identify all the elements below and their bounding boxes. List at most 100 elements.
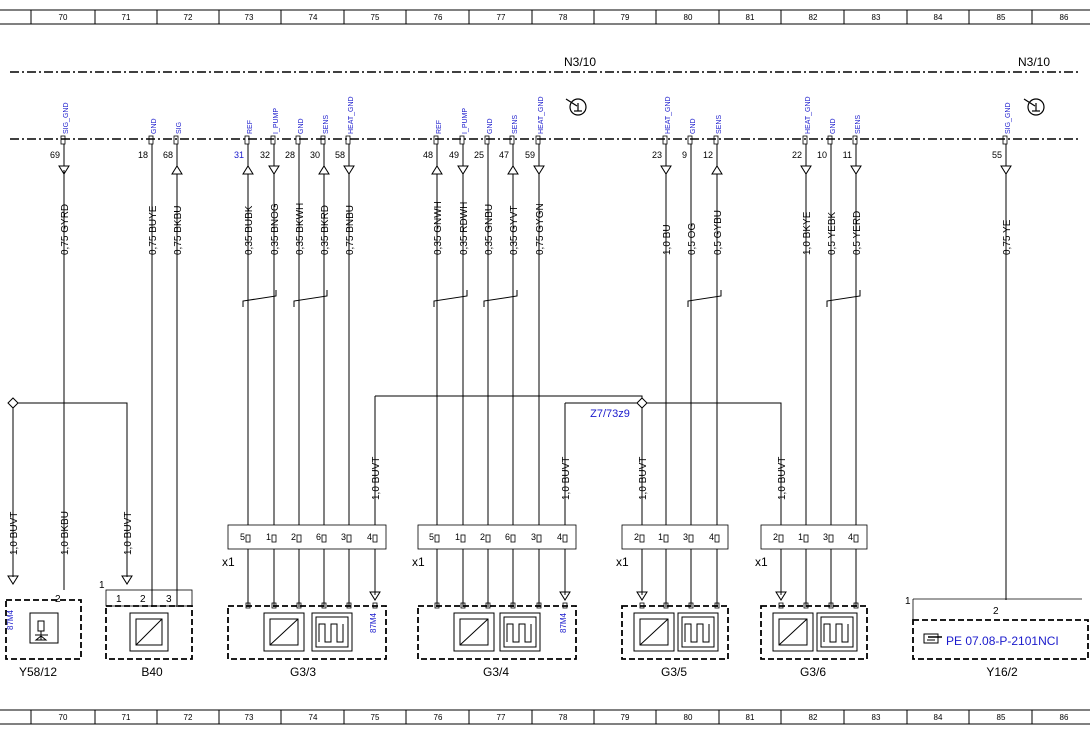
connector-terminal [828, 534, 834, 543]
reference-link[interactable]: PE 07.08-P-2101NCI [946, 634, 1059, 648]
arrow-down-icon [457, 165, 469, 175]
component-label: Y58/12 [19, 665, 57, 679]
connector-pin-number: 6 [316, 532, 321, 542]
pin-terminal [459, 135, 465, 145]
wire-label: 0,5 YERD [852, 211, 863, 255]
pin-name: HEAT_GND [665, 96, 672, 134]
wire-label: 0,75 YE [1002, 219, 1013, 255]
pin-name: HEAT_GND [538, 96, 545, 134]
pin-number: 69 [50, 150, 60, 160]
arrow-down-icon [268, 165, 280, 175]
connector-terminal [460, 534, 466, 543]
arrow-up-icon [431, 165, 443, 175]
pin-number: 59 [525, 150, 535, 160]
component-pin: 3 [166, 594, 172, 605]
ruler-column-number: 80 [684, 713, 693, 722]
pin-name: SENS [323, 115, 330, 134]
ruler-column-number: 81 [746, 713, 755, 722]
component-g3-5[interactable]: G3/5 [621, 605, 729, 679]
arrow-down-icon [1000, 165, 1012, 175]
pin-number: 68 [163, 150, 173, 160]
connector-pin-number: 1 [798, 532, 803, 542]
pin-number: 23 [652, 150, 662, 160]
solenoid-valve-icon [34, 620, 48, 641]
pin-number: 9 [682, 150, 687, 160]
ruler-column-number: 74 [309, 13, 318, 22]
lower-wire-label: 1,0 BUVT [638, 457, 649, 500]
ruler-column-number: 80 [684, 13, 693, 22]
pin-terminal [320, 135, 326, 145]
pin-terminal [173, 135, 179, 145]
pin-terminal [1002, 135, 1008, 145]
wire-label: 0,75 BUYE [148, 205, 159, 255]
pin-number: 30 [310, 150, 320, 160]
connector-pin-number: 3 [531, 532, 536, 542]
pin-name: HEAT_GND [805, 96, 812, 134]
ruler-column-number: 84 [934, 713, 943, 722]
connector-label: x1 [222, 555, 235, 569]
ruler-column-number: 77 [497, 713, 506, 722]
ruler-column-number: 75 [371, 13, 380, 22]
ruler-column-number: 75 [371, 713, 380, 722]
pin-name: SENS [716, 115, 723, 134]
arrow-up-icon [171, 165, 183, 175]
pin-name: SIG [176, 122, 183, 134]
connector-pin-number: 2 [480, 532, 485, 542]
ruler-column-number: 78 [559, 13, 568, 22]
pin-name: GND [830, 118, 837, 134]
connector-x1-g3-4: x1 [412, 524, 577, 569]
ground-symbol-icon [565, 98, 587, 116]
pin-name: GND [151, 118, 158, 134]
wire-label: 0,35 RDWH [459, 202, 470, 255]
connector-label: x1 [412, 555, 425, 569]
connector-terminal [639, 534, 645, 543]
ruler-column-number: 70 [59, 713, 68, 722]
lower-wire-label: 1,0 BUVT [123, 512, 134, 555]
connector-terminal [434, 534, 440, 543]
pin-name: REF [436, 120, 443, 134]
component-y58-12[interactable]: 2 87M4 Y58/12 [5, 594, 82, 679]
ruler-column-number: 85 [997, 713, 1006, 722]
pin-number: 55 [992, 150, 1002, 160]
pin-name: REF [247, 120, 254, 134]
connector-pin-number: 2 [634, 532, 639, 542]
arrow-up-icon [507, 165, 519, 175]
component-y16-2[interactable]: 1 2 PE 07.08-P-2101NCI Y16/2 [905, 596, 1089, 679]
pin-number: 32 [260, 150, 270, 160]
wire-label: 0,75 GYGN [535, 203, 546, 255]
pin-name: GND [487, 118, 494, 134]
ruler-column-number: 82 [809, 13, 818, 22]
pin-number: 25 [474, 150, 484, 160]
component-g3-4[interactable]: 87M4 G3/4 [417, 605, 577, 679]
pin-terminal [662, 135, 668, 145]
component-g3-3[interactable]: 87M4 G3/3 [227, 605, 387, 679]
component-corner: 1 [99, 580, 105, 591]
ruler-column-number: 71 [122, 713, 131, 722]
pin-name: HEAT_GND [348, 96, 355, 134]
pin-number: 58 [335, 150, 345, 160]
splice-label[interactable]: Z7/73z9 [590, 408, 630, 420]
arrow-up-icon [711, 165, 723, 175]
ruler-column-number: 74 [309, 713, 318, 722]
pin-terminal [433, 135, 439, 145]
arrow-down-icon [660, 165, 672, 175]
component-b40[interactable]: 1 1 2 3 B40 [99, 580, 193, 679]
component-pin: 1 [116, 594, 122, 605]
lower-wire-label: 1,0 BKBU [60, 511, 71, 555]
pin-terminal [60, 135, 66, 145]
component-g3-6[interactable]: G3/6 [760, 605, 868, 679]
sensor-icon [263, 612, 305, 652]
wire-label: 0,5 YEBK [827, 211, 838, 255]
wire-label: 0,35 BKWH [295, 203, 306, 255]
connector-pin-number: 5 [429, 532, 434, 542]
component-label: Y16/2 [986, 665, 1018, 679]
sensor-icon [135, 618, 163, 646]
component-ref: 87M4 [6, 609, 15, 630]
connector-terminal [663, 534, 669, 543]
ruler-column-number: 83 [872, 13, 881, 22]
component-pin: 2 [993, 606, 999, 617]
pin-terminal [802, 135, 808, 145]
component-label: G3/5 [661, 665, 687, 679]
connector-pin-number: 1 [658, 532, 663, 542]
